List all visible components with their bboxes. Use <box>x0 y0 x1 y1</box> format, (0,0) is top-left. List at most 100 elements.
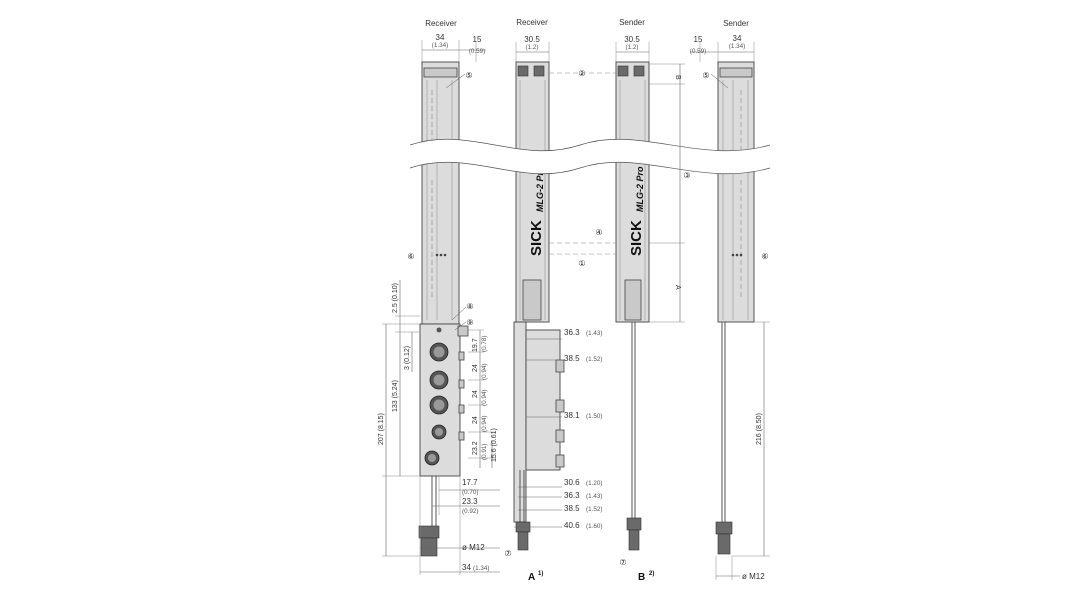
dim-15-label-r: 15 <box>694 35 703 44</box>
dim-34-inch: (1.34) <box>432 42 448 49</box>
label-b-sup: 2) <box>649 571 654 577</box>
sender-mid-housing: SICK MLG-2 Pro <box>615 61 650 551</box>
dim-24-c: 24 <box>472 416 479 424</box>
dim-36-3-b: 36.3 <box>564 491 580 500</box>
dim-24-a: 24 <box>472 364 479 372</box>
dim-38-5-b: 38.5 <box>564 504 580 513</box>
dim-24-b: 24 <box>472 390 479 398</box>
callout-7-a: ⑦ <box>504 549 511 558</box>
svg-text:③: ③ <box>683 171 690 180</box>
header-sender-right: Sender <box>723 19 749 28</box>
dim-19-7: 19.7 <box>472 338 479 352</box>
callout-6-right: ⑥ <box>761 252 768 261</box>
svg-text:⑧: ⑧ <box>466 302 473 311</box>
dim-connector-spacing: 19.7 (0.78) 24 (0.94) 24 (0.94) 24 (0.94… <box>468 329 498 468</box>
dim-34-label-r: 34 <box>733 34 742 43</box>
callout-3: ③ <box>683 171 690 180</box>
dim-40-6: 40.6 <box>564 521 580 530</box>
label-a-letter: A <box>528 572 535 583</box>
dim-34-bottom-in: (1.34) <box>473 565 489 572</box>
header-receiver-mid: Receiver <box>516 18 548 27</box>
dim-40-6-in: (1.60) <box>586 523 602 530</box>
dim-17-7: 17.7 <box>462 478 478 487</box>
brand-model-sender: MLG-2 Pro <box>635 166 645 212</box>
dim-23-3: 23.3 <box>462 497 478 506</box>
receiver-mid-connector-side <box>513 321 565 551</box>
dim-width-30-5-sender: 30.5 (1.2) <box>615 35 650 62</box>
svg-text:⑥: ⑥ <box>407 252 414 261</box>
receiver-left-connector-block <box>418 323 469 557</box>
dim-b-a-chain: B A <box>649 63 685 323</box>
dim-label-a: A <box>674 285 681 290</box>
dim-m12-left: ø M12 <box>462 543 485 552</box>
dim-36-3-a-in: (1.43) <box>586 330 602 337</box>
dim-24-c-in: (0.94) <box>481 416 488 432</box>
callout-5-right: ⑤ <box>702 71 729 89</box>
dim-30-5-inch-s: (1.2) <box>626 44 639 51</box>
svg-text:⑨: ⑨ <box>466 318 473 327</box>
svg-text:⑤: ⑤ <box>702 71 709 80</box>
dim-width-30-5-receiver: 30.5 (1.2) <box>515 35 550 62</box>
dim-36-3-b-in: (1.43) <box>586 493 602 500</box>
dim-left-bottom: 17.7 (0.70) 23.3 (0.92) ø M12 34 (1.34) <box>419 476 500 575</box>
svg-text:⑤: ⑤ <box>465 71 472 80</box>
svg-text:④: ④ <box>595 228 602 237</box>
dim-15-inch: (0.59) <box>469 48 485 55</box>
receiver-left-housing <box>421 61 460 325</box>
callout-9: ⑨ <box>454 318 474 331</box>
svg-text:②: ② <box>578 69 585 78</box>
dim-24-b-in: (0.94) <box>481 390 488 406</box>
svg-text:⑦: ⑦ <box>504 549 511 558</box>
dim-30-5-label: 30.5 <box>524 35 540 44</box>
dim-label-b: B <box>674 75 681 80</box>
dim-23-2-in: (0.91) <box>481 444 488 460</box>
dim-38-1: 38.1 <box>564 411 580 420</box>
dim-15-label: 15 <box>473 35 482 44</box>
dim-30-5-inch: (1.2) <box>526 44 539 51</box>
label-a-sup: 1) <box>538 571 543 577</box>
dim-30-6: 30.6 <box>564 478 580 487</box>
dim-38-5-b-in: (1.52) <box>586 506 602 513</box>
header-sender-mid: Sender <box>619 18 645 27</box>
dim-30-5-label-s: 30.5 <box>624 35 640 44</box>
callout-4: ④ <box>595 228 602 237</box>
header-receiver-left: Receiver <box>425 19 457 28</box>
dim-34-bottom: 34 <box>462 563 471 572</box>
callout-8: ⑧ <box>451 302 474 321</box>
dim-133: 133 (5.24) <box>392 380 399 412</box>
brand-name-receiver: SICK <box>528 220 545 256</box>
dim-width-15-right: 15 (0.59) <box>690 35 718 62</box>
svg-text:⑦: ⑦ <box>619 558 626 567</box>
dim-207: 207 (8.15) <box>378 413 385 445</box>
dim-width-34-left: 34 (1.34) <box>421 33 460 62</box>
dim-right-216: 216 (8.50) ø M12 <box>715 321 770 581</box>
dim-m12-right: ø M12 <box>742 572 765 581</box>
dim-23-3-in: (0.92) <box>462 508 478 515</box>
callout-5-left: ⑤ <box>445 71 473 89</box>
dim-30-6-in: (1.20) <box>586 480 602 487</box>
dim-15-inch-r: (0.59) <box>690 48 706 55</box>
dim-2-5: 2.5 (0.10) <box>392 283 399 313</box>
brand-name-sender: SICK <box>628 220 645 256</box>
dim-left-vertical: 2.5 (0.10) 3 (0.12) 133 (5.24) 207 (8.15… <box>378 280 420 557</box>
dim-34-inch-r: (1.34) <box>729 43 745 50</box>
svg-text:①: ① <box>578 259 585 268</box>
brand-model-receiver: MLG-2 ProNet <box>535 151 545 212</box>
dim-38-1-in: (1.50) <box>586 413 602 420</box>
dim-15-6: 15.6 (0.61) <box>491 428 498 462</box>
dim-38-5-a-in: (1.52) <box>586 356 602 363</box>
callout-2: ② <box>578 69 585 78</box>
receiver-mid-housing: SICK MLG-2 ProNet <box>515 61 550 323</box>
svg-text:⑥: ⑥ <box>761 252 768 261</box>
dim-3: 3 (0.12) <box>404 346 411 370</box>
dim-38-5-a: 38.5 <box>564 354 580 363</box>
callout-7-b: ⑦ <box>619 558 626 567</box>
callout-6-left: ⑥ <box>407 252 414 261</box>
dim-36-3-a: 36.3 <box>564 328 580 337</box>
dim-34-label: 34 <box>436 33 445 42</box>
dim-width-34-right: 34 (1.34) <box>717 34 755 62</box>
dim-19-7-in: (0.78) <box>481 336 488 352</box>
dim-mid-receiver: 36.3 (1.43) 38.5 (1.52) 38.1 (1.50) 30.6… <box>514 328 602 530</box>
dim-216: 216 (8.50) <box>756 413 763 445</box>
